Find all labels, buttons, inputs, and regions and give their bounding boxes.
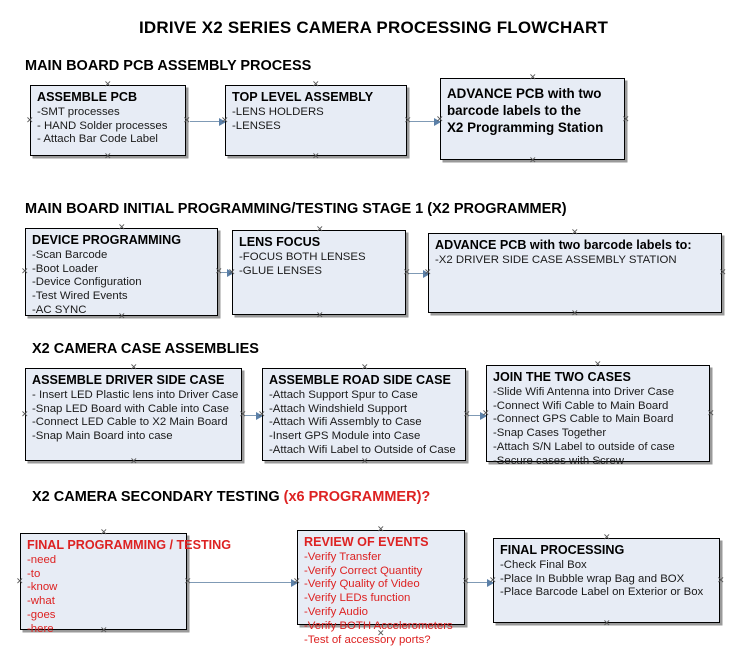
box-line: -Device Configuration	[32, 276, 142, 289]
box-title: DEVICE PROGRAMMING	[32, 233, 182, 247]
box-title-line3: X2 Programming Station	[447, 119, 604, 135]
box-line: -Place In Bubble wrap Bag and BOX	[500, 572, 685, 585]
box-title: LENS FOCUS	[239, 235, 321, 249]
box-line: -Connect LED Cable to X2 Main Board	[32, 416, 228, 429]
box-line: -here	[27, 622, 54, 635]
box-line: -need	[27, 553, 57, 566]
connector-arrow	[190, 578, 298, 587]
connector-arrow	[410, 117, 441, 126]
box-final-programming-testing[interactable]: FINAL PROGRAMMING / TESTING -need -to -k…	[20, 533, 232, 635]
box-title-line2: barcode labels to the	[447, 102, 581, 118]
box-line: -Verify Transfer	[304, 550, 382, 563]
box-line: - HAND Solder processes	[37, 119, 168, 132]
box-line: -to	[27, 567, 41, 580]
box-assemble-road-side-case[interactable]: ASSEMBLE ROAD SIDE CASE -Attach Support …	[262, 368, 466, 461]
box-line: -Slide Wifi Antenna into Driver Case	[493, 385, 675, 398]
box-line: -GLUE LENSES	[239, 264, 322, 277]
box-line: -Secure cases with Screw	[493, 454, 625, 467]
box-title: ADVANCE PCB with two barcode labels to:	[435, 238, 692, 252]
box-line: -Connect GPS Cable to Main Board	[493, 413, 674, 426]
box-line: -what	[27, 595, 55, 608]
box-line: -Verify BOTH Accelerometers	[304, 619, 453, 632]
box-line: -FOCUS BOTH LENSES	[239, 250, 366, 263]
box-title: TOP LEVEL ASSEMBLY	[232, 90, 374, 104]
section-heading-4-suffix: (x6 PROGRAMMER)?	[283, 489, 431, 505]
box-line: -AC SYNC	[32, 304, 87, 317]
box-line: -Scan Barcode	[32, 248, 108, 261]
box-line: -Verify LEDs function	[304, 592, 411, 605]
box-advance-pcb-driver-side[interactable]: ADVANCE PCB with two barcode labels to: …	[428, 233, 722, 313]
box-assemble-driver-side-case[interactable]: ASSEMBLE DRIVER SIDE CASE - Insert LED P…	[25, 368, 242, 461]
box-line: -Snap Main Board into case	[32, 430, 173, 443]
box-line: -LENSES	[232, 119, 281, 132]
box-final-processing[interactable]: FINAL PROCESSING -Check Final Box -Place…	[493, 538, 720, 623]
box-join-the-two-cases[interactable]: JOIN THE TWO CASES -Slide Wifi Antenna i…	[486, 365, 710, 467]
box-line: -know	[27, 581, 58, 594]
box-title: ASSEMBLE PCB	[37, 90, 138, 104]
page-title: IDRIVE X2 SERIES CAMERA PROCESSING FLOWC…	[138, 18, 609, 37]
connector-arrow	[245, 411, 263, 420]
connector-arrow	[468, 578, 494, 587]
box-title: FINAL PROCESSING	[500, 543, 625, 557]
box-line: -SMT processes	[37, 105, 120, 118]
box-line: -Connect Wifi Cable to Main Board	[493, 399, 669, 412]
box-title: JOIN THE TWO CASES	[493, 370, 631, 384]
box-title: ADVANCE PCB with two	[447, 86, 602, 101]
connector-arrow	[190, 117, 226, 126]
box-line: - Insert LED Plastic lens into Driver Ca…	[32, 388, 239, 401]
box-assemble-pcb[interactable]: ASSEMBLE PCB -SMT processes - HAND Solde…	[30, 85, 186, 156]
section-heading-2: MAIN BOARD INITIAL PROGRAMMING/TESTING S…	[25, 201, 567, 217]
box-title: ASSEMBLE ROAD SIDE CASE	[269, 373, 451, 387]
box-title: REVIEW OF EVENTS	[304, 535, 429, 549]
section-heading-1-text: MAIN BOARD PCB ASSEMBLY PROCESS	[25, 58, 312, 74]
box-line: -Check Final Box	[500, 558, 587, 571]
box-line-overflow: -Test of accessory ports?	[304, 633, 431, 646]
connector-arrow	[469, 411, 487, 420]
box-line: -Snap LED Board with Cable into Case	[32, 402, 229, 415]
box-line: -X2 DRIVER SIDE CASE ASSEMBLY STATION	[435, 253, 677, 266]
box-line: -Test Wired Events	[32, 290, 128, 303]
box-line: -Attach Windshield Support	[269, 402, 408, 415]
box-line: -Place Barcode Label on Exterior or Box	[500, 586, 704, 599]
box-review-of-events[interactable]: REVIEW OF EVENTS -Verify Transfer -Verif…	[297, 530, 465, 646]
box-top-level-assembly[interactable]: TOP LEVEL ASSEMBLY -LENS HOLDERS -LENSES	[225, 85, 407, 156]
box-title: ASSEMBLE DRIVER SIDE CASE	[32, 373, 225, 387]
box-line: -Attach Support Spur to Case	[269, 388, 418, 401]
box-line: -Attach Wifi Assembly to Case	[269, 416, 422, 429]
box-line: -Verify Quality of Video	[304, 578, 420, 591]
box-line: -Snap Cases Together	[493, 427, 607, 440]
box-line: -Verify Audio	[304, 606, 368, 619]
section-heading-4-text: X2 CAMERA SECONDARY TESTING	[32, 489, 284, 505]
section-heading-3: X2 CAMERA CASE ASSEMBLIES	[32, 341, 259, 357]
box-line: -goes	[27, 609, 56, 622]
section-heading-3-text: X2 CAMERA CASE ASSEMBLIES	[32, 341, 259, 357]
box-lens-focus[interactable]: LENS FOCUS -FOCUS BOTH LENSES -GLUE LENS…	[232, 230, 406, 315]
connector-arrow	[409, 269, 430, 278]
box-line: - Attach Bar Code Label	[37, 133, 158, 146]
box-title: FINAL PROGRAMMING / TESTING	[27, 538, 232, 552]
box-line: -Attach S/N Label to outside of case	[493, 441, 675, 454]
box-line: -Insert GPS Module into Case	[269, 430, 421, 443]
box-advance-pcb-x2-programming[interactable]: ADVANCE PCB with two barcode labels to t…	[440, 78, 625, 160]
section-heading-2-text: MAIN BOARD INITIAL PROGRAMMING/TESTING S…	[25, 201, 567, 217]
section-heading-1: MAIN BOARD PCB ASSEMBLY PROCESS	[25, 58, 311, 74]
box-device-programming[interactable]: DEVICE PROGRAMMING -Scan Barcode -Boot L…	[25, 228, 218, 316]
box-line: -Boot Loader	[32, 262, 98, 275]
box-line: -LENS HOLDERS	[232, 105, 324, 118]
box-line: -Verify Correct Quantity	[304, 564, 423, 577]
section-heading-4: X2 CAMERA SECONDARY TESTING (x6 PROGRAMM…	[32, 489, 430, 505]
box-line: -Attach Wifi Label to Outside of Case	[269, 444, 456, 457]
connector-arrow	[221, 268, 234, 277]
